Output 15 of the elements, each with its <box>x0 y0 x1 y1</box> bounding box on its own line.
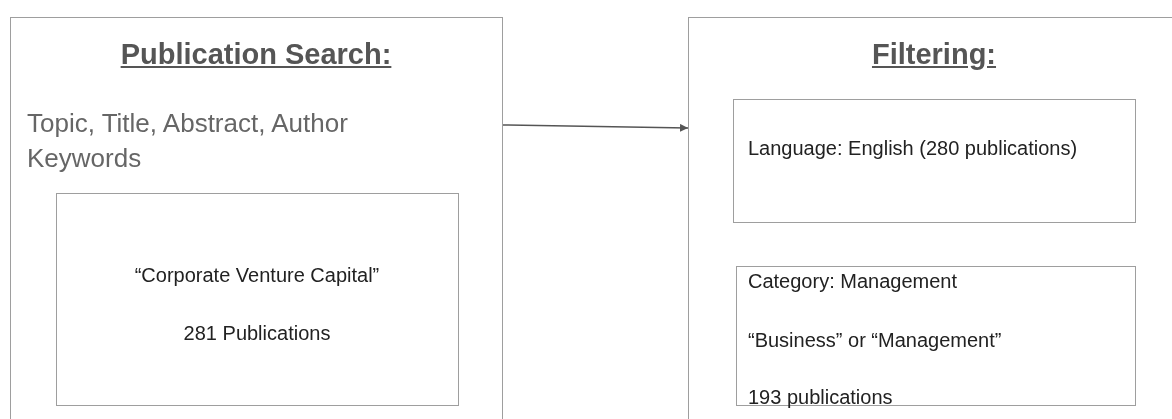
filtering-panel <box>688 17 1172 419</box>
filter-box <box>736 266 1136 406</box>
language-filter-text: Language: English (280 publications) <box>748 136 1079 161</box>
result-count: 193 publications <box>748 385 894 410</box>
category-options-text: “Business” or “Management” <box>748 328 1003 353</box>
panel-heading: Publication Search: <box>119 38 393 71</box>
search-panel <box>10 17 503 419</box>
arrow <box>502 123 689 132</box>
panel-heading: Filtering: <box>870 38 997 71</box>
search-fields-text: Topic, Title, Abstract, Author Keywords <box>27 107 349 175</box>
result-count: 281 Publications <box>182 321 332 346</box>
query-text: “Corporate Venture Capital” <box>133 263 381 288</box>
category-filter-text: Category: Management <box>748 269 958 294</box>
filter-box <box>733 99 1136 223</box>
query-box <box>56 193 459 406</box>
